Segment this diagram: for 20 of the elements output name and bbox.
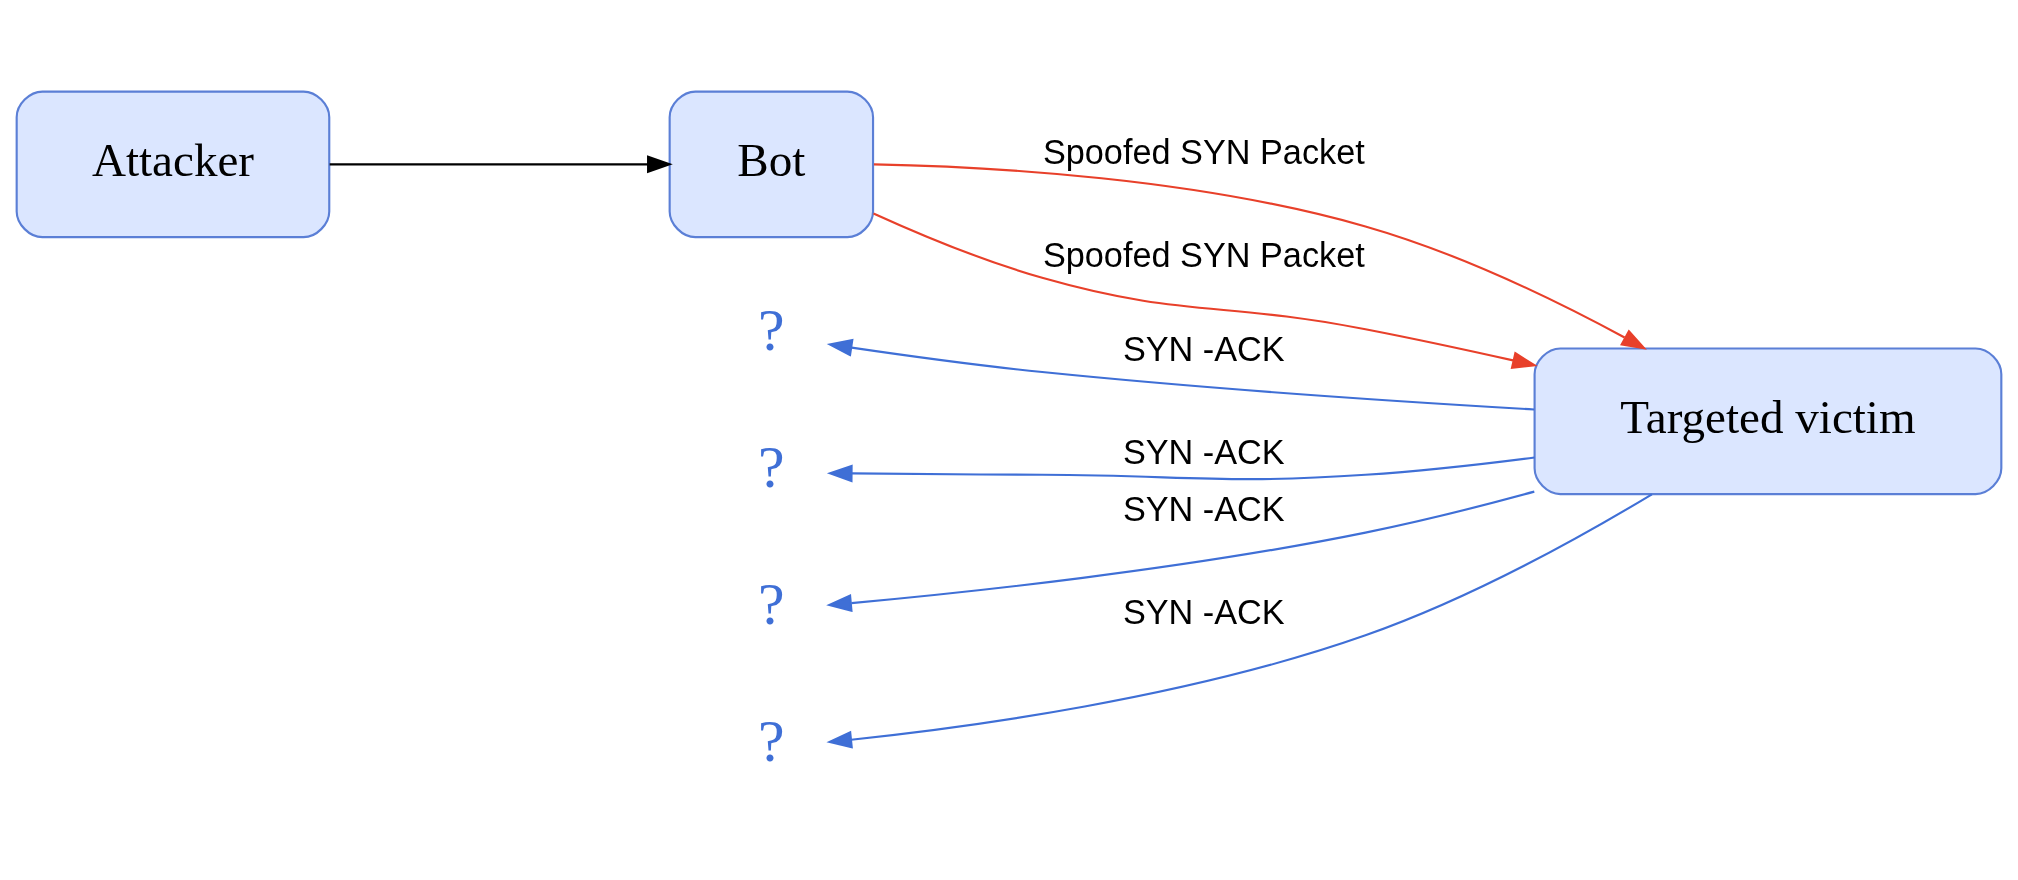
node-text: ? <box>758 571 785 638</box>
node-box: Bot <box>668 90 875 239</box>
edge-label: Spoofed SYN Packet <box>1042 132 1365 171</box>
node-text: ? <box>758 708 785 775</box>
node-text: ? <box>758 434 785 501</box>
edge-label: SYN -ACK <box>1122 490 1285 529</box>
node-box: Targeted victim <box>1533 347 2003 496</box>
arrow <box>826 493 1653 749</box>
node-box: Attacker <box>15 90 331 239</box>
arrow <box>873 163 1647 350</box>
arrow <box>873 212 1538 370</box>
node-text: ? <box>758 297 785 364</box>
arrow <box>329 155 673 174</box>
edge-label: Spoofed SYN Packet <box>1042 235 1365 274</box>
arrow <box>826 490 1535 612</box>
edge-label: SYN -ACK <box>1122 432 1285 471</box>
edge-label: SYN -ACK <box>1122 593 1285 632</box>
arrow <box>826 456 1535 483</box>
edge-label: SYN -ACK <box>1122 329 1285 368</box>
arrow <box>826 338 1535 411</box>
